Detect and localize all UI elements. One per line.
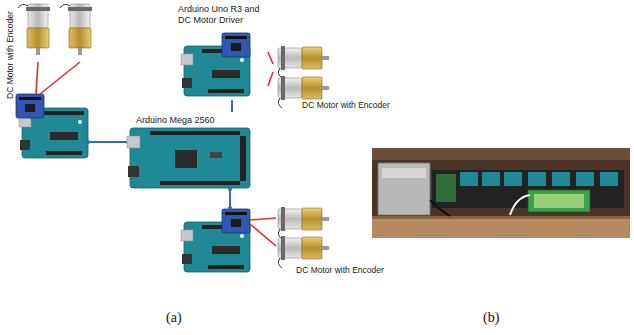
- node-label: DC Motor with Encoder: [5, 11, 16, 99]
- panel-label: (a): [166, 310, 182, 326]
- wire-connector: [231, 100, 233, 112]
- panel-label: (b): [483, 310, 499, 326]
- node-label: Arduino Uno R3 and DC Motor Driver: [178, 4, 270, 26]
- arduino-uno-board: Arduino Uno R3 and DC Motor Driver: [172, 4, 273, 100]
- node-label: Arduino Mega 2560: [136, 115, 215, 126]
- motor-pair: DC Motor with Encoder: [268, 205, 387, 278]
- motor-pair: DC Motor with Encoder: [2, 2, 117, 102]
- node-label: DC Motor with Encoder: [302, 100, 390, 111]
- arduino-mega-board: Arduino Mega 2560: [128, 112, 253, 192]
- motor-pair: DC Motor with Encoder: [268, 40, 393, 113]
- node-label: DC Motor with Encoder: [296, 265, 384, 276]
- wire-connector: [268, 52, 273, 86]
